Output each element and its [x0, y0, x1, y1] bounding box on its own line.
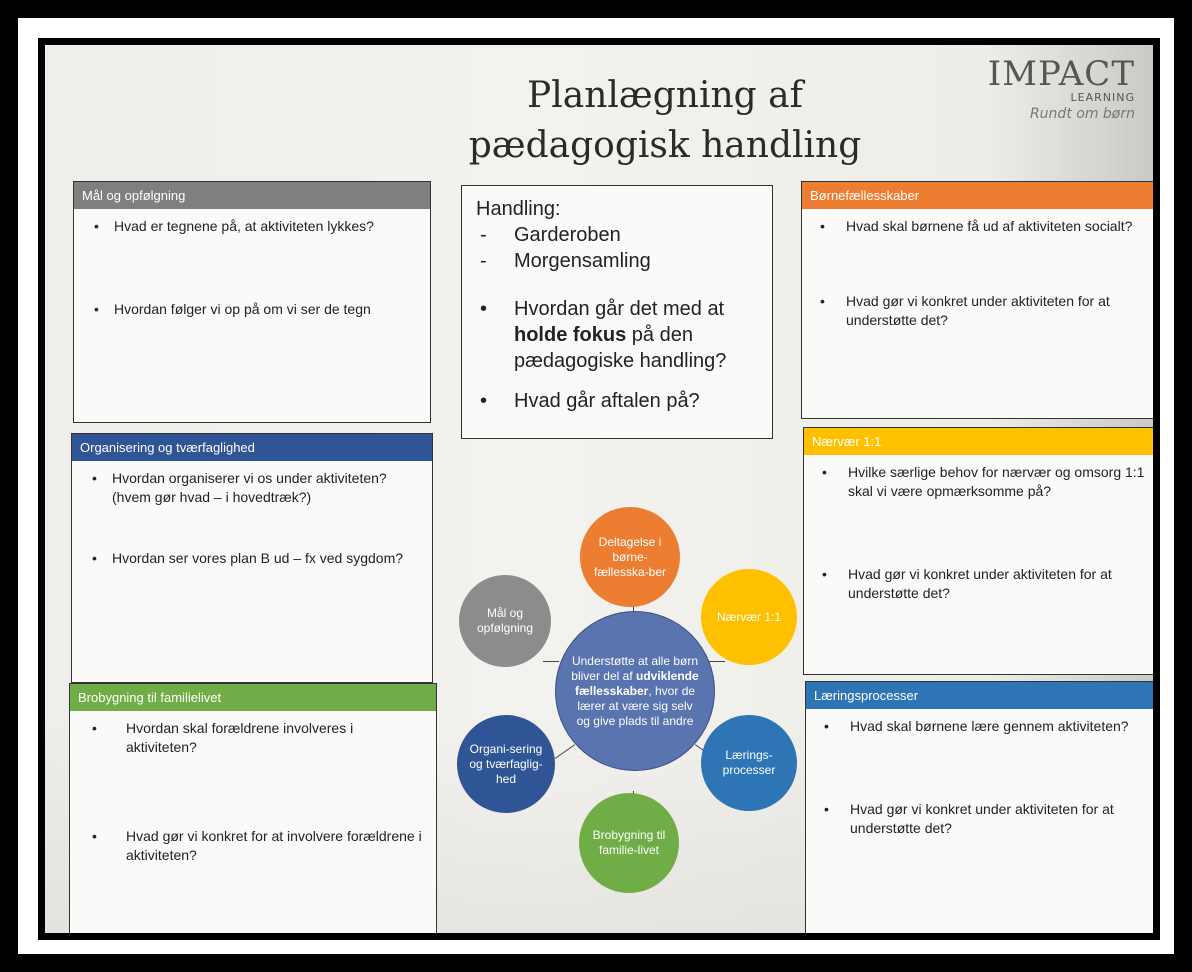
panel-organisering-body: Hvordan organiserer vi os under aktivite… — [72, 461, 432, 682]
panel-boernefaelles-header: Børnefællesskaber — [802, 182, 1153, 209]
diagram-node-naervaer: Nærvær 1:1 — [701, 569, 797, 665]
panel-brobygning-q2: Hvad gør vi konkret for at involvere for… — [84, 827, 424, 865]
panel-laering-header: Læringsprocesser — [806, 682, 1153, 709]
panel-naervaer-body: Hvilke særlige behov for nærvær og omsor… — [804, 455, 1153, 674]
panel-boernefaelles-q1: Hvad skal børnene få ud af aktiviteten s… — [812, 217, 1148, 236]
diagram-hub: Understøtte at alle børn bliver del af u… — [555, 611, 715, 771]
panel-brobygning-q1: Hvordan skal forældrene involveres i akt… — [84, 719, 424, 757]
node-bottom-label: Brobygning til familie-livet — [592, 828, 666, 857]
panel-boernefaelles: Børnefællesskaber Hvad skal børnene få u… — [801, 181, 1153, 419]
panel-laering-q2: Hvad gør vi konkret under aktiviteten fo… — [816, 800, 1148, 838]
panel-brobygning-header: Brobygning til familielivet — [70, 684, 436, 711]
panel-naervaer-q2: Hvad gør vi konkret under aktiviteten fo… — [814, 565, 1148, 603]
node-right-label: Lærings-processer — [722, 748, 776, 777]
panel-maal-q2: Hvordan følger vi op på om vi ser de teg… — [86, 300, 418, 319]
photo-border: Planlægning af pædagogisk handling IMPAC… — [38, 38, 1160, 940]
node-top-label: Deltagelse i børne-fællesska-ber — [593, 534, 667, 579]
hub-post: , hvor de lærer at være sig selv og give… — [576, 683, 696, 728]
hub-bold: udviklende fællesskaber — [574, 668, 699, 698]
panel-laering-body: Hvad skal børnene lære gennem aktivitete… — [806, 709, 1153, 933]
panel-maal-header: Mål og opfølgning — [74, 182, 430, 209]
panel-boernefaelles-q2: Hvad gør vi konkret under aktiviteten fo… — [812, 292, 1148, 330]
page-title: Planlægning af pædagogisk handling — [405, 71, 925, 171]
brand-slogan: Rundt om børn — [1029, 106, 1135, 122]
title-line-1: Planlægning af — [527, 75, 803, 116]
panel-organisering-q1: Hvordan organiserer vi os under aktivite… — [84, 469, 420, 507]
handling-item-2: Morgensamling — [476, 248, 758, 274]
diagram-node-brobygning: Brobygning til familie-livet — [579, 793, 679, 893]
panel-laering-q1: Hvad skal børnene lære gennem aktivitete… — [816, 717, 1148, 736]
panel-organisering-header: Organisering og tværfaglighed — [72, 434, 432, 461]
panel-maal-q1: Hvad er tegnene på, at aktiviteten lykke… — [86, 217, 418, 236]
q1-pre: Hvordan går det med at — [514, 298, 725, 320]
handling-item-1: Garderoben — [476, 222, 758, 248]
handling-question-1: Hvordan går det med at holde fokus på de… — [476, 296, 758, 374]
panel-brobygning-body: Hvordan skal forældrene involveres i akt… — [70, 711, 436, 933]
panel-naervaer-header: Nærvær 1:1 — [804, 428, 1153, 455]
panel-maal: Mål og opfølgning Hvad er tegnene på, at… — [73, 181, 431, 423]
diagram-node-laering: Lærings-processer — [701, 715, 797, 811]
node-left-label: Organi-sering og tværfaglig-hed — [469, 741, 543, 786]
spoke-bottomleft — [554, 744, 576, 759]
brand-sub: LEARNING — [1070, 91, 1135, 104]
diagram-node-organisering: Organi-sering og tværfaglig-hed — [457, 715, 555, 813]
title-line-2: pædagogisk handling — [468, 125, 862, 166]
panel-brobygning: Brobygning til familielivet Hvordan skal… — [69, 683, 437, 933]
spoke-left — [543, 661, 559, 662]
handling-question-2: Hvad går aftalen på? — [476, 388, 758, 414]
panel-organisering: Organisering og tværfaglighed Hvordan or… — [71, 433, 433, 683]
diagram-node-maal: Mål og opfølgning — [459, 575, 551, 667]
q1-bold: holde fokus — [514, 324, 627, 346]
hub-pre: Understøtte at alle børn bliver del af — [571, 653, 699, 683]
panel-maal-body: Hvad er tegnene på, at aktiviteten lykke… — [74, 209, 430, 422]
paper-sheet: Planlægning af pædagogisk handling IMPAC… — [45, 45, 1153, 933]
diagram-node-boernefaelles: Deltagelse i børne-fællesska-ber — [580, 507, 680, 607]
handling-heading: Handling: — [476, 198, 561, 220]
handling-box: Handling: Garderoben Morgensamling Hvord… — [461, 185, 773, 439]
node-topleft-label: Mål og opfølgning — [476, 606, 534, 635]
brand-name: IMPACT — [987, 54, 1135, 94]
panel-naervaer-q1: Hvilke særlige behov for nærvær og omsor… — [814, 463, 1148, 501]
panel-naervaer: Nærvær 1:1 Hvilke særlige behov for nærv… — [803, 427, 1153, 675]
hub-text: Understøtte at alle børn bliver del af u… — [570, 654, 700, 729]
node-topright-label: Nærvær 1:1 — [716, 609, 781, 624]
q1-post: på den pædagogiske handling? — [514, 324, 727, 372]
panel-laering: Læringsprocesser Hvad skal børnene lære … — [805, 681, 1153, 933]
spoke-right — [709, 661, 725, 662]
brand-logo: IMPACT LEARNING Rundt om børn — [988, 57, 1135, 122]
panel-boernefaelles-body: Hvad skal børnene få ud af aktiviteten s… — [802, 209, 1153, 418]
panel-organisering-q2: Hvordan ser vores plan B ud – fx ved syg… — [84, 549, 420, 568]
